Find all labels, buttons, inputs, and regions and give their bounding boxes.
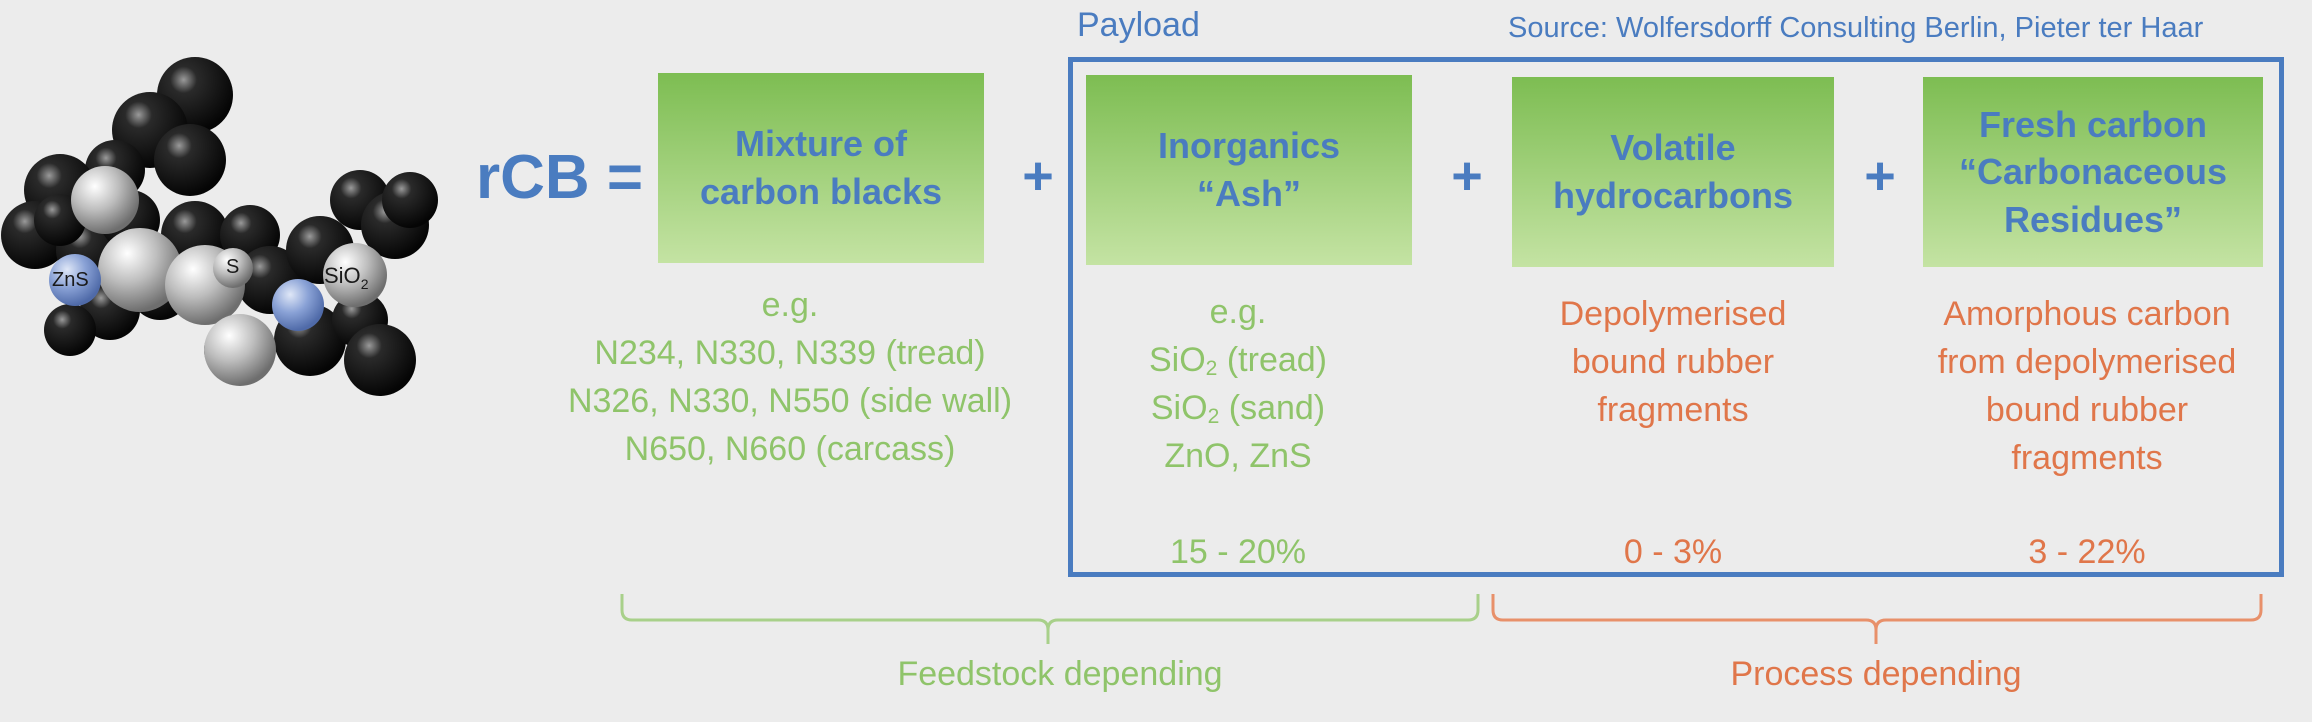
payload-label: Payload (1077, 6, 1200, 44)
volatile-percent: 0 - 3% (1623, 533, 1723, 571)
process-brace (1491, 594, 2263, 644)
feedstock-depending-label: Feedstock depending (897, 655, 1223, 693)
plus-sign-3: + (1864, 146, 1896, 206)
plus-sign-2: + (1451, 146, 1483, 206)
plus-sign-1: + (1022, 146, 1054, 206)
payload-frame (1068, 57, 2284, 577)
carbon-black-particles-illustration: ZnS S SiO2 (1, 57, 438, 396)
process-depending-label: Process depending (1730, 655, 2022, 693)
grey-particles (71, 166, 387, 386)
box-inorganics: Inorganics“Ash” (1086, 75, 1412, 265)
inorganics-percent: 15 - 20% (1169, 533, 1307, 571)
braces (620, 594, 2263, 644)
fresh-carbon-percent: 3 - 22% (2028, 533, 2146, 571)
rcb-equation-label: rCB = (476, 143, 644, 212)
blue-particles (49, 254, 324, 331)
inorganics-examples: e.g. SiO2 (tread) SiO2 (sand) ZnO, ZnS (1148, 293, 1327, 475)
fresh-carbon-description: Amorphous carbon from depolymerised boun… (1937, 295, 2237, 477)
source-citation: Source: Wolfersdorff Consulting Berlin, … (1508, 12, 2204, 44)
zns-label: ZnS (52, 269, 89, 291)
carbon-blacks-examples: e.g. N234, N330, N339 (tread) N326, N330… (567, 286, 1013, 468)
s-label: S (226, 256, 239, 278)
feedstock-brace (620, 594, 1480, 644)
volatile-description: Depolymerised bound rubber fragments (1559, 295, 1787, 429)
sio2-label: SiO2 (324, 263, 369, 292)
